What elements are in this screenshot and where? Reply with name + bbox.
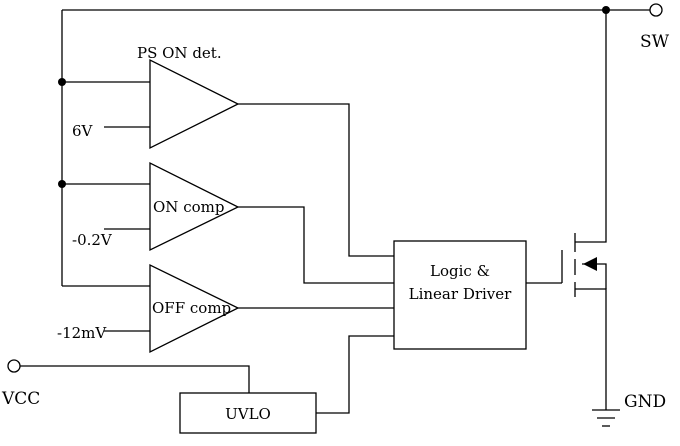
sw-rail	[61, 9, 650, 286]
on-comp-output-wire	[238, 206, 394, 284]
off-comparator	[149, 263, 240, 354]
vcc-wire	[14, 365, 250, 393]
uvlo-output-wire	[316, 335, 394, 414]
off-comp-ref-label: -12mV	[57, 324, 107, 342]
ground-symbol	[592, 405, 620, 427]
on-comparator	[149, 161, 240, 252]
junction-dot	[58, 78, 66, 86]
vcc-pin-terminal	[7, 359, 21, 373]
uvlo-block	[179, 392, 317, 434]
uvlo-label: UVLO	[225, 405, 271, 423]
logic-label-line1: Logic &	[430, 262, 490, 280]
ps-on-comparator	[149, 58, 240, 150]
sw-pin-label: SW	[640, 32, 670, 52]
off-comp-label: OFF comp	[152, 299, 231, 317]
ps-on-det-label: PS ON det.	[137, 44, 222, 62]
junction-dot	[58, 180, 66, 188]
on-comp-label: ON comp	[153, 198, 224, 216]
mosfet-symbol	[561, 10, 607, 405]
logic-label-line2: Linear Driver	[409, 285, 513, 303]
logic-driver-block	[393, 240, 527, 350]
sw-pin-terminal	[649, 3, 663, 17]
ps-on-output-wire	[238, 103, 394, 257]
vcc-pin-label: VCC	[1, 389, 40, 409]
ps-on-ref-label: 6V	[72, 122, 94, 140]
on-comp-ref-label: -0.2V	[72, 231, 113, 249]
gnd-pin-label: GND	[624, 392, 666, 412]
